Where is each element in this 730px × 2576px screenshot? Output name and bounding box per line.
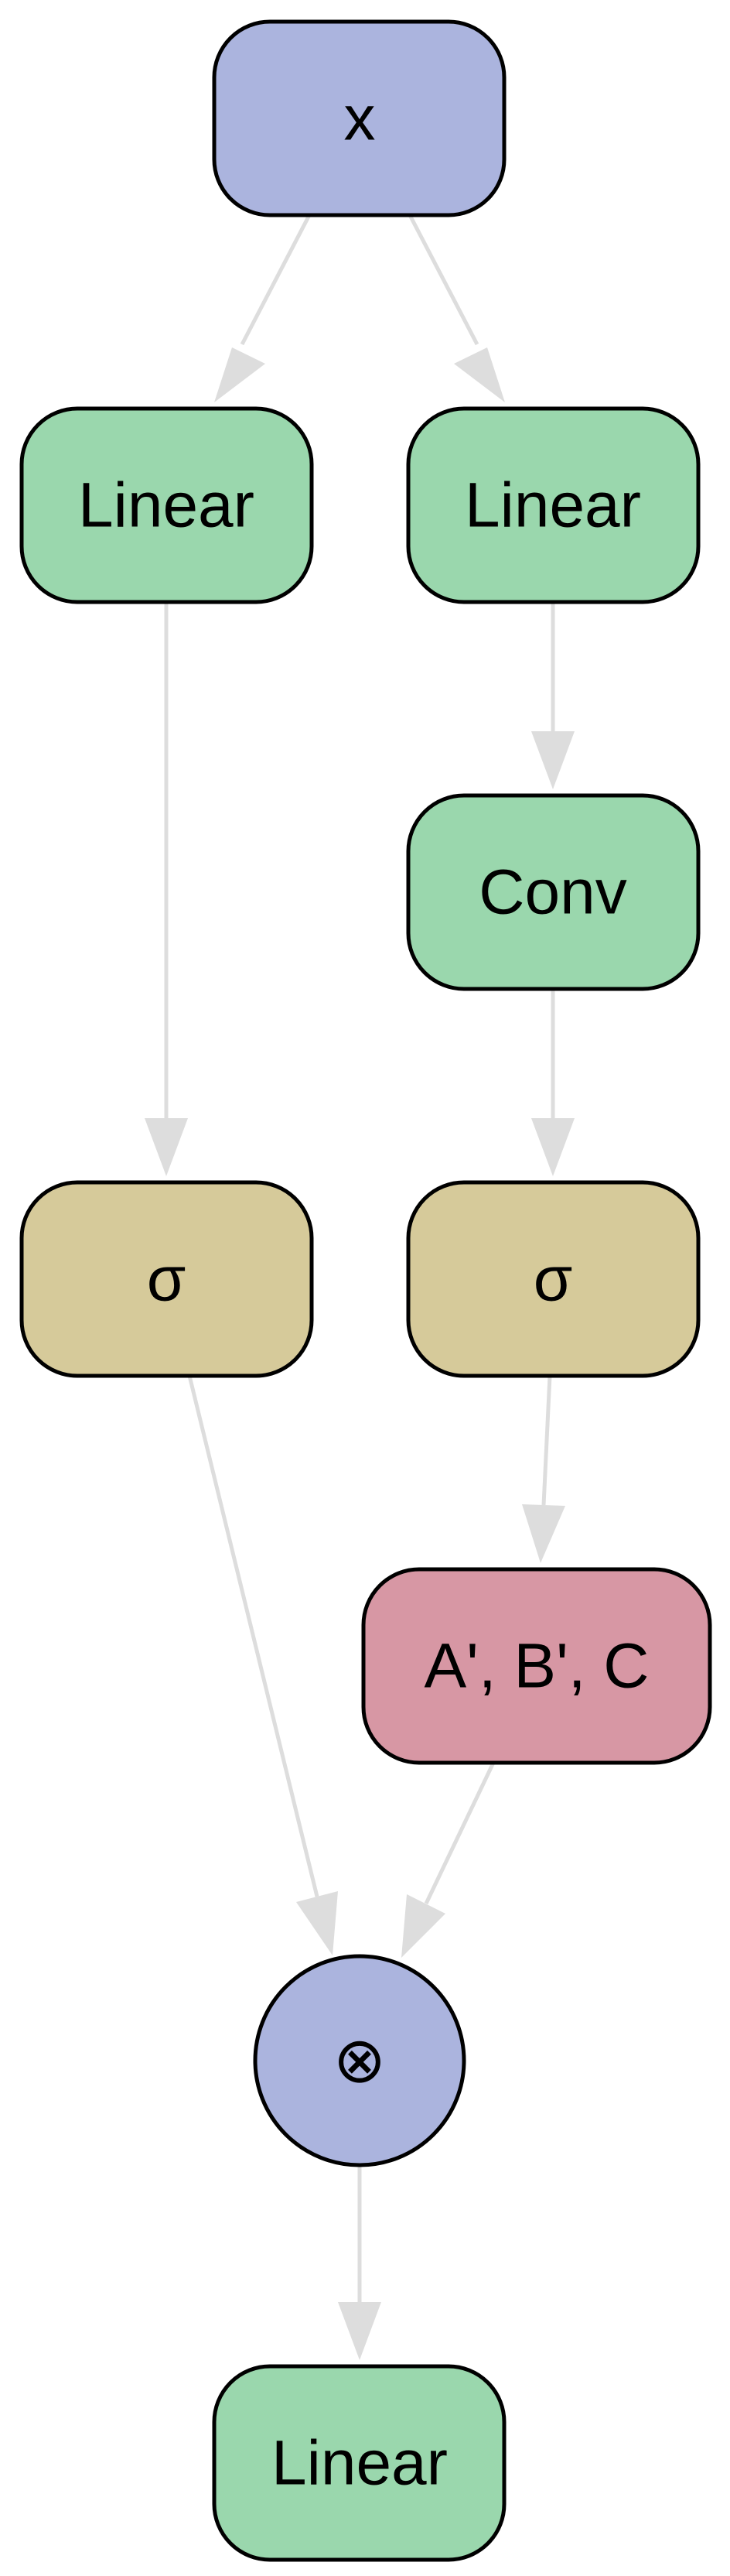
node-linear-right-box [406, 406, 701, 604]
node-x-label: x [344, 84, 376, 154]
node-product-circle [253, 1954, 466, 2167]
edge-product-to-linear-out [338, 2165, 381, 2360]
edge-linear-right-to-conv [531, 602, 575, 789]
node-sigma-right-box [406, 1180, 701, 1378]
product-operator-icon: ⊗ [333, 2026, 387, 2096]
edge-x-to-linear-left [214, 214, 312, 402]
node-linear-left[interactable]: Linear [19, 406, 314, 604]
node-sigma-left[interactable]: σ [19, 1180, 314, 1378]
node-linear-left-box [19, 406, 314, 604]
node-linear-right-label: Linear [465, 470, 641, 541]
edge-x-to-linear-right [408, 214, 505, 402]
node-linear-right[interactable]: Linear [406, 406, 701, 604]
node-linear-out[interactable]: Linear [212, 2364, 507, 2562]
edges [145, 214, 575, 2360]
edge-sigma-right-to-abc [522, 1375, 565, 1563]
node-abc[interactable]: A', B', C [361, 1567, 712, 1765]
node-abc-label: A', B', C [424, 1631, 649, 1702]
node-x[interactable]: x [212, 19, 507, 217]
node-conv-label: Conv [479, 857, 626, 928]
node-x-box [212, 19, 507, 217]
edge-linear-left-to-sigma-left [145, 602, 188, 1176]
node-sigma-left-label: σ [147, 1244, 186, 1315]
node-linear-out-label: Linear [271, 2428, 448, 2499]
edge-sigma-left-to-product [187, 1375, 338, 1955]
node-sigma-right-label: σ [534, 1244, 573, 1315]
node-linear-out-box [212, 2364, 507, 2562]
node-sigma-right[interactable]: σ [406, 1180, 701, 1378]
node-abc-box [361, 1567, 712, 1765]
edge-abc-to-product [401, 1761, 496, 1958]
edge-conv-to-sigma-right [531, 989, 575, 1176]
node-linear-left-label: Linear [78, 470, 254, 541]
node-conv-box [406, 793, 701, 991]
node-product[interactable]: ⊗ [253, 1954, 466, 2167]
node-conv[interactable]: Conv [406, 793, 701, 991]
node-sigma-left-box [19, 1180, 314, 1378]
